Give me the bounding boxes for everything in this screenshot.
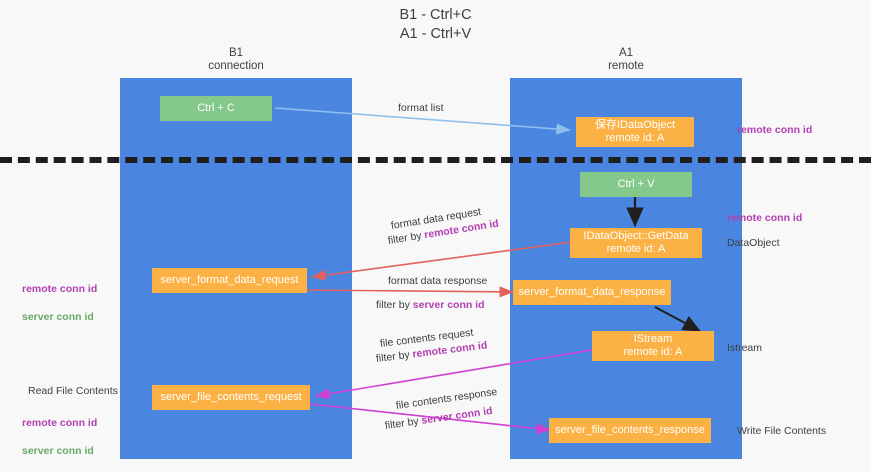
filter-key-server-conn-id: server conn id [412, 299, 485, 311]
annotation-write-file-contents: Write File Contents [737, 425, 827, 437]
lane-header-b1: B1 connection [208, 47, 264, 72]
annotation-left-conn-ids-bot: remote conn id server conn id [22, 402, 97, 472]
node-server-format-data-request[interactable]: server_format_data_request [152, 268, 307, 293]
annotation-remote-conn-id: remote conn id [22, 417, 98, 429]
phase-divider [0, 157, 871, 163]
node-idataobject-getdata[interactable]: IDataObject::GetData remote id: A [570, 228, 702, 258]
page-title: B1 - Ctrl+C A1 - Ctrl+V [399, 7, 472, 42]
annotation-remote-conn-id: remote conn id [22, 283, 98, 295]
edge-label-format-data-response-filter: filter by server conn id [376, 298, 485, 312]
filter-prefix: filter by [376, 299, 413, 311]
node-server-format-data-response[interactable]: server_format_data_response [513, 280, 671, 305]
node-ctrl-c[interactable]: Ctrl + C [160, 96, 272, 121]
node-server-file-contents-request[interactable]: server_file_contents_request [152, 385, 310, 410]
node-idataobject-save[interactable]: 保存IDataObject remote id: A [576, 117, 694, 147]
node-istream[interactable]: IStream remote id: A [592, 331, 714, 361]
annotation-dataobject: DataObject [727, 237, 780, 249]
node-ctrl-v[interactable]: Ctrl + V [580, 172, 692, 197]
lane-header-a1: A1 remote [608, 47, 644, 72]
annotation-remote-conn-id-mid: remote conn id [727, 212, 803, 224]
annotation-read-file-contents: Read File Contents [28, 385, 118, 397]
annotation-istream: Istream [727, 342, 763, 354]
annotation-server-conn-id: server conn id [22, 445, 94, 457]
edge-label-format-list: format list [398, 102, 444, 114]
annotation-server-conn-id: server conn id [22, 311, 94, 323]
edge-label-format-data-response: format data response [388, 275, 488, 287]
annotation-remote-conn-id-top: remote conn id [737, 124, 813, 136]
annotation-left-conn-ids-mid: remote conn id server conn id [22, 268, 97, 338]
node-server-file-contents-response[interactable]: server_file_contents_response [549, 418, 711, 443]
